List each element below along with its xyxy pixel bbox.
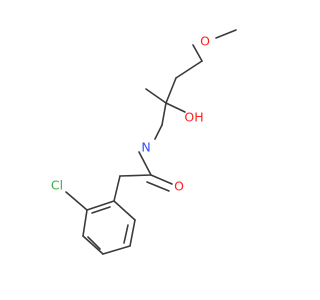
bond-ch2-ch2: [175, 60, 203, 79]
structure-diagram: O OH N O Cl: [0, 0, 300, 300]
bond-carbonyl-ch2: [119, 174, 152, 177]
bond-carbonyl-oxygen-1: [150, 174, 173, 185]
bond-quaternary-hydroxyl: [165, 102, 186, 113]
methoxy-oxygen-label: O: [200, 34, 210, 49]
nitrogen-label: N: [141, 140, 150, 155]
bond-methyl-methoxy: [215, 29, 237, 39]
atom-labels: O OH N O Cl: [51, 34, 210, 194]
ring-double-3: [91, 206, 111, 214]
bonds: [65, 29, 237, 255]
ring-double-2: [87, 236, 101, 250]
bond-quaternary-ch2n: [161, 102, 167, 126]
ring-bond-1: [113, 200, 136, 221]
ring-bond-3: [102, 245, 131, 255]
bond-carbonyl-oxygen-2: [146, 181, 170, 192]
ring-bond-5: [82, 209, 88, 237]
bond-nitrogen-carbonyl: [138, 151, 152, 176]
ring-bond-2: [129, 219, 136, 247]
bond-ring-chlorine: [65, 191, 88, 211]
background: [0, 0, 300, 300]
chlorine-label: Cl: [51, 178, 63, 193]
ring-double-1: [123, 224, 129, 244]
hydroxyl-label: OH: [184, 110, 203, 125]
carbonyl-oxygen-label: O: [174, 179, 184, 194]
bond-ch2-nitrogen: [154, 124, 163, 140]
bond-ch2-quaternary: [165, 77, 177, 104]
bond-ch2-ring: [113, 175, 121, 202]
ring-bond-6: [86, 200, 115, 211]
bond-methoxy-ch2: [192, 44, 203, 62]
bond-quaternary-methyl: [145, 88, 167, 104]
ring-bond-4: [82, 235, 104, 255]
